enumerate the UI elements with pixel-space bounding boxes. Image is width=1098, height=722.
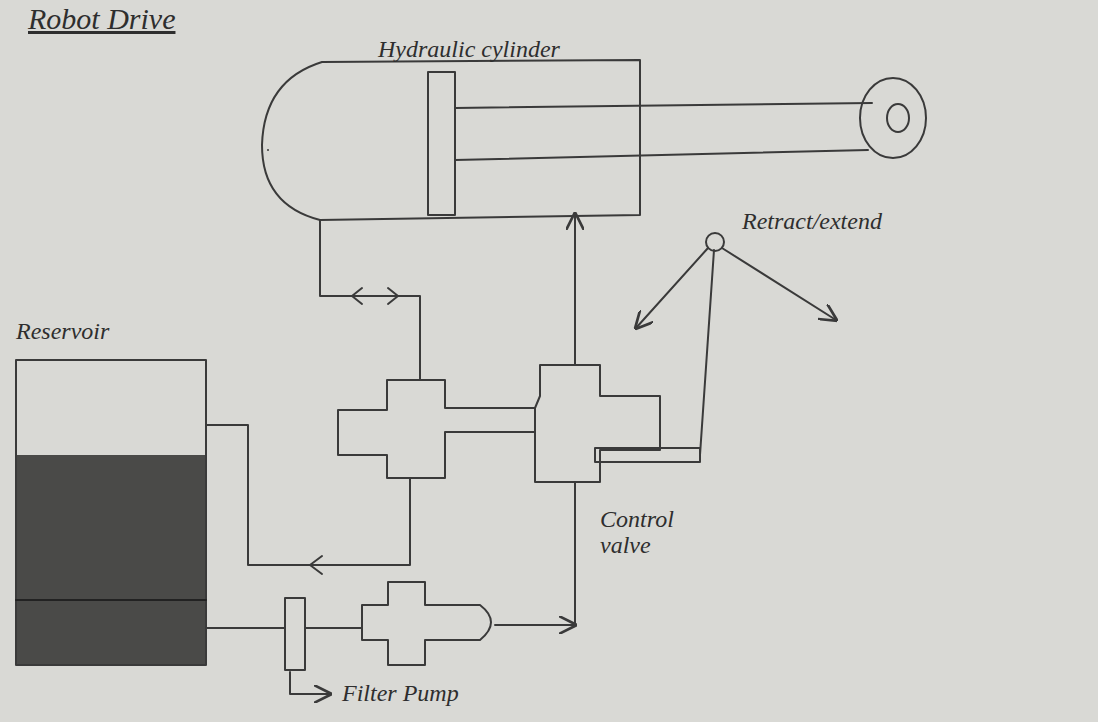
part-label: Reservoir bbox=[16, 318, 109, 344]
flow-arrows bbox=[352, 288, 398, 304]
supply-line bbox=[495, 624, 575, 626]
lever-arrow bbox=[636, 248, 708, 328]
valve-spool bbox=[535, 365, 660, 482]
part-label: Hydraulic cylinder bbox=[378, 36, 560, 62]
reservoir-line bbox=[16, 599, 206, 601]
valve-spool bbox=[338, 380, 535, 478]
piston bbox=[428, 72, 455, 215]
control-label: Retract/extend bbox=[742, 208, 882, 234]
reservoir-tank bbox=[16, 360, 206, 665]
reservoir-fluid bbox=[16, 455, 206, 665]
lever-arrow bbox=[722, 248, 836, 320]
part-label: Filter Pump bbox=[342, 680, 459, 706]
part-label: Control valve bbox=[600, 506, 710, 559]
valve-lever bbox=[700, 250, 714, 455]
rod-eye bbox=[860, 78, 926, 158]
valve-lever-base bbox=[595, 448, 700, 462]
rod-eye-hole bbox=[887, 104, 909, 132]
filter bbox=[285, 598, 305, 670]
cylinder-port-line bbox=[574, 214, 576, 365]
return-line bbox=[206, 425, 410, 565]
cylinder-body bbox=[262, 60, 640, 220]
pump bbox=[362, 582, 491, 665]
piston-rod bbox=[455, 103, 872, 160]
supply-line bbox=[574, 482, 576, 625]
diagram-title: Robot Drive bbox=[28, 2, 175, 35]
leader-line bbox=[290, 672, 330, 694]
flow-arrow bbox=[310, 556, 322, 574]
cylinder-port-line bbox=[320, 220, 420, 380]
